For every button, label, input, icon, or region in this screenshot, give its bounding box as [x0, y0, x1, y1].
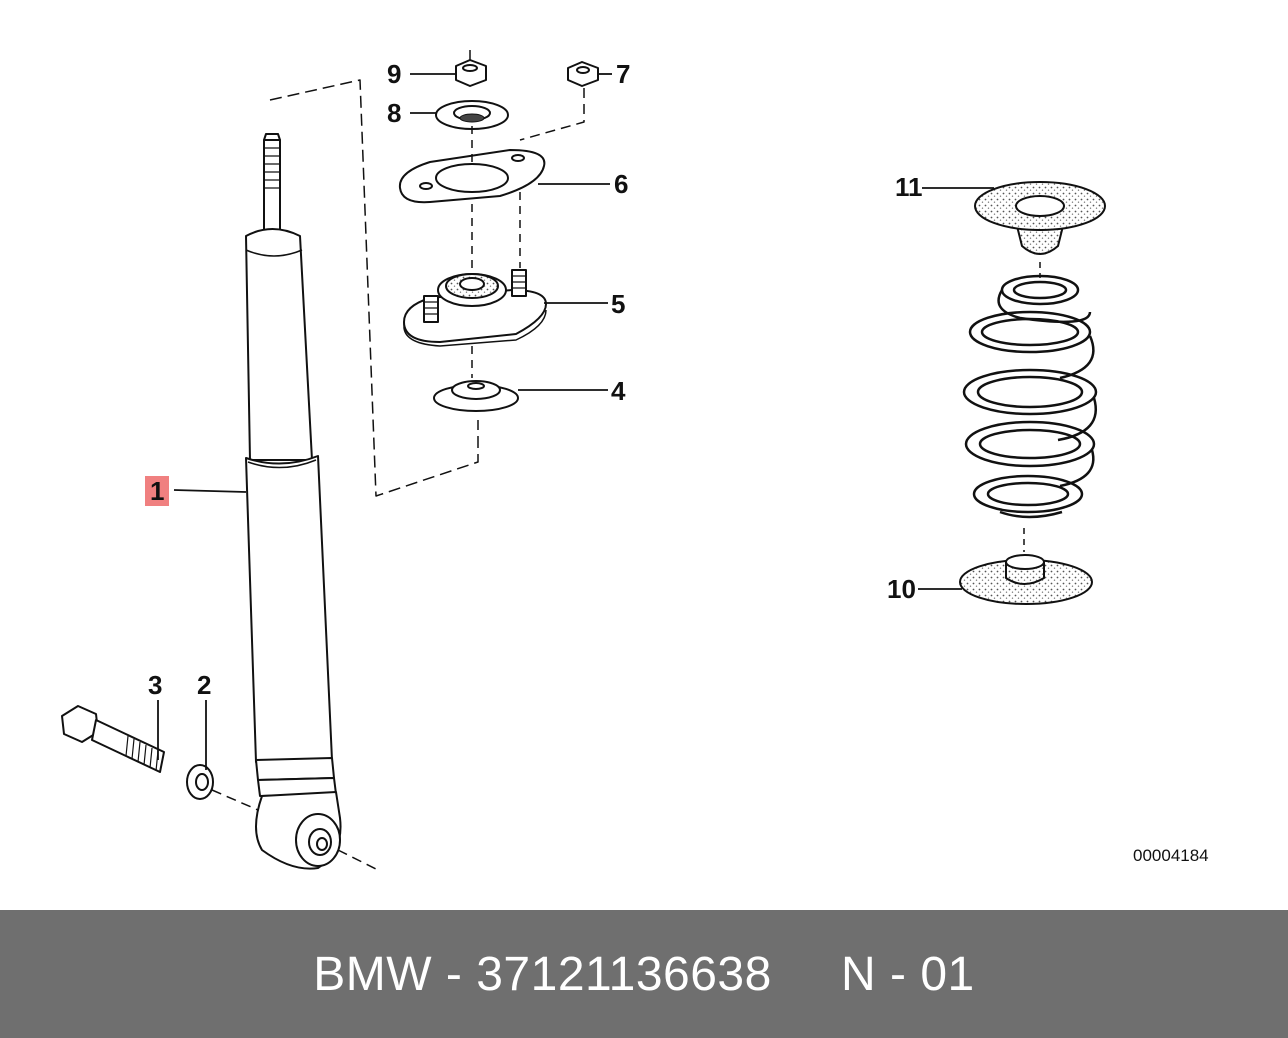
coil-spring: [962, 274, 1098, 552]
callout-1: 1: [145, 476, 170, 506]
gasket-plate-part-6: [398, 126, 546, 270]
shock-absorber-parts-diagram: [61, 50, 1106, 871]
upper-spring-seat-part-11: [974, 181, 1106, 278]
washer-part-2: [186, 764, 214, 800]
leader-lines: [157, 73, 994, 770]
callout-9: 9: [387, 59, 402, 89]
cup-washer-part-8: [435, 100, 509, 130]
bolt-part-3: [61, 705, 165, 773]
callout-3: 3: [148, 670, 163, 700]
bump-washer-part-4: [433, 380, 519, 412]
callout-6: 6: [614, 169, 629, 199]
assembly-line-left: [269, 79, 479, 497]
callout-4: 4: [611, 376, 626, 406]
nut-part-9: [455, 50, 487, 87]
footer-part-number: 37121136638: [476, 947, 772, 1001]
footer-brand: BMW: [313, 947, 433, 1001]
footer-gap: [772, 948, 841, 1001]
callout-5: 5: [611, 289, 626, 319]
callout-7: 7: [616, 59, 631, 89]
callout-8: 8: [387, 98, 402, 128]
footer-bar: BMW - 37121136638 N - 01: [0, 910, 1288, 1038]
callout-11: 11: [895, 172, 923, 202]
footer-part-info: BMW - 37121136638 N - 01: [313, 947, 974, 1002]
shock-absorber-part-1: [211, 133, 379, 871]
diagram-reference-code: 00004184: [1133, 846, 1209, 865]
footer-separator: -: [432, 947, 477, 1001]
top-mount-part-5: [403, 269, 547, 378]
lower-spring-seat-part-10: [959, 554, 1093, 605]
nut-part-7: [519, 61, 599, 141]
footer-position-code: N - 01: [841, 947, 975, 1001]
callout-2: 2: [197, 670, 212, 700]
callout-10: 10: [887, 574, 916, 604]
